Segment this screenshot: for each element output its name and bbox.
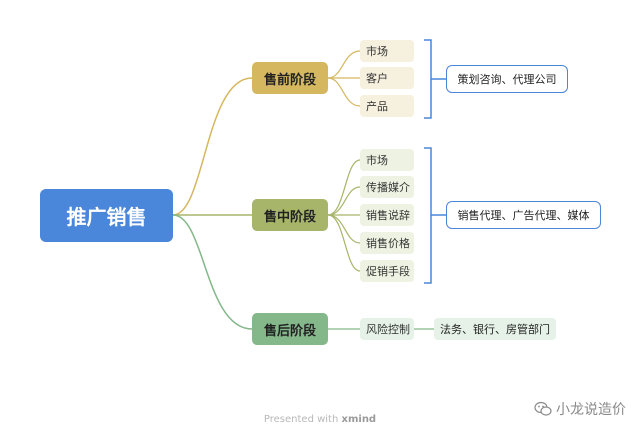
summary-label: 法务、银行、房管部门 bbox=[440, 323, 550, 336]
summary-node-insale[interactable]: 销售代理、广告代理、媒体 bbox=[446, 201, 601, 229]
leaf-label: 销售说辞 bbox=[366, 209, 410, 222]
leaf-label: 传播媒介 bbox=[366, 181, 410, 194]
leaf-node[interactable]: 产品 bbox=[360, 95, 414, 117]
leaf-node[interactable]: 市场 bbox=[360, 149, 414, 171]
leaf-node[interactable]: 风险控制 bbox=[360, 318, 414, 340]
watermark-text: 小龙说造价 bbox=[556, 402, 626, 418]
summary-node-aftersale[interactable]: 法务、银行、房管部门 bbox=[434, 318, 556, 340]
stage-node-presale[interactable]: 售前阶段 bbox=[252, 62, 328, 94]
connector-root-stage1 bbox=[172, 77, 253, 216]
leaf-label: 风险控制 bbox=[366, 323, 410, 336]
leaf-node[interactable]: 市场 bbox=[360, 40, 414, 62]
leaf-node[interactable]: 销售价格 bbox=[360, 232, 414, 254]
footer-prefix: Presented with bbox=[263, 414, 339, 425]
connector-stage2-item1 bbox=[327, 159, 361, 216]
connector-stage1-item3 bbox=[327, 77, 361, 107]
leaf-node[interactable]: 销售说辞 bbox=[360, 204, 414, 226]
leaf-label: 产品 bbox=[366, 100, 388, 113]
summary-label: 策划咨询、代理公司 bbox=[457, 73, 557, 86]
summary-node-presale[interactable]: 策划咨询、代理公司 bbox=[446, 65, 568, 93]
root-node[interactable]: 推广销售 bbox=[40, 189, 173, 242]
leaf-node[interactable]: 客户 bbox=[360, 67, 414, 89]
summary-bracket-stage2 bbox=[424, 147, 446, 284]
summary-label: 销售代理、广告代理、媒体 bbox=[457, 209, 590, 222]
summary-bracket-stage1 bbox=[424, 39, 446, 119]
leaf-label: 客户 bbox=[366, 72, 388, 85]
leaf-label: 促销手段 bbox=[366, 265, 410, 278]
connector-stage1-item1 bbox=[327, 50, 361, 79]
leaf-label: 市场 bbox=[366, 154, 388, 167]
leaf-label: 销售价格 bbox=[366, 237, 410, 250]
footer-brand: xmind bbox=[341, 414, 377, 425]
root-label: 推广销售 bbox=[66, 205, 147, 229]
watermark: 小龙说造价 bbox=[534, 399, 626, 419]
stage-label: 售中阶段 bbox=[263, 209, 316, 225]
leaf-node[interactable]: 促销手段 bbox=[360, 260, 414, 282]
stage-label: 售后阶段 bbox=[263, 323, 316, 339]
footer-credit: Presented with xmind bbox=[0, 414, 640, 425]
leaf-node[interactable]: 传播媒介 bbox=[360, 176, 414, 198]
stage-label: 售前阶段 bbox=[263, 72, 316, 88]
connector-stage2-item5 bbox=[327, 214, 361, 272]
stage-node-aftersale[interactable]: 售后阶段 bbox=[252, 313, 328, 345]
connector-stage2-item2 bbox=[327, 186, 361, 216]
connector-root-stage3 bbox=[172, 214, 253, 330]
wechat-icon bbox=[534, 401, 552, 416]
leaf-label: 市场 bbox=[366, 45, 388, 58]
stage-node-insale[interactable]: 售中阶段 bbox=[252, 199, 328, 231]
